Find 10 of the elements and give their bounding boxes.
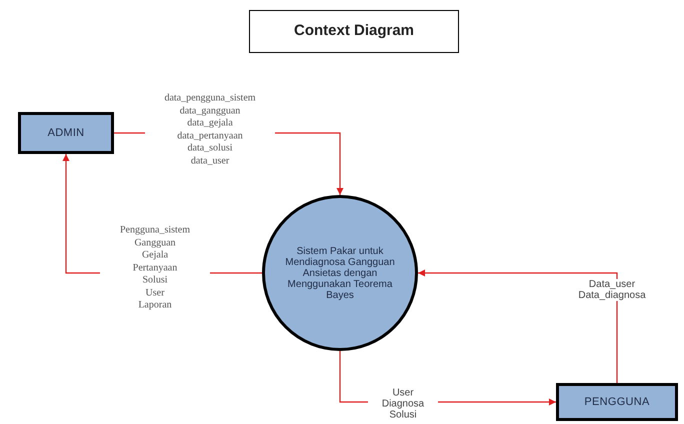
edge-label: data_pengguna_sistem data_gangguan data_gejala data_pertanyaan data_solusi data_user: [145, 92, 275, 168]
edge-label: User Diagnosa Solusi: [368, 388, 438, 420]
arrow: [418, 270, 618, 383]
entity-label: PENGGUNA: [584, 394, 650, 410]
entity-box: [18, 112, 114, 154]
edge-label: Pengguna_sistem Gangguan Gejala Pertanyaan Solusi User Laporan: [100, 224, 210, 312]
entity-box: [556, 383, 678, 421]
entity-label: ADMIN: [48, 126, 84, 141]
process-label: Sistem Pakar untuk Mendiagnosa Gangguan Ansietas dengan Menggunakan Teorema Bayes: [284, 246, 396, 300]
title: Context Diagram: [249, 10, 459, 53]
